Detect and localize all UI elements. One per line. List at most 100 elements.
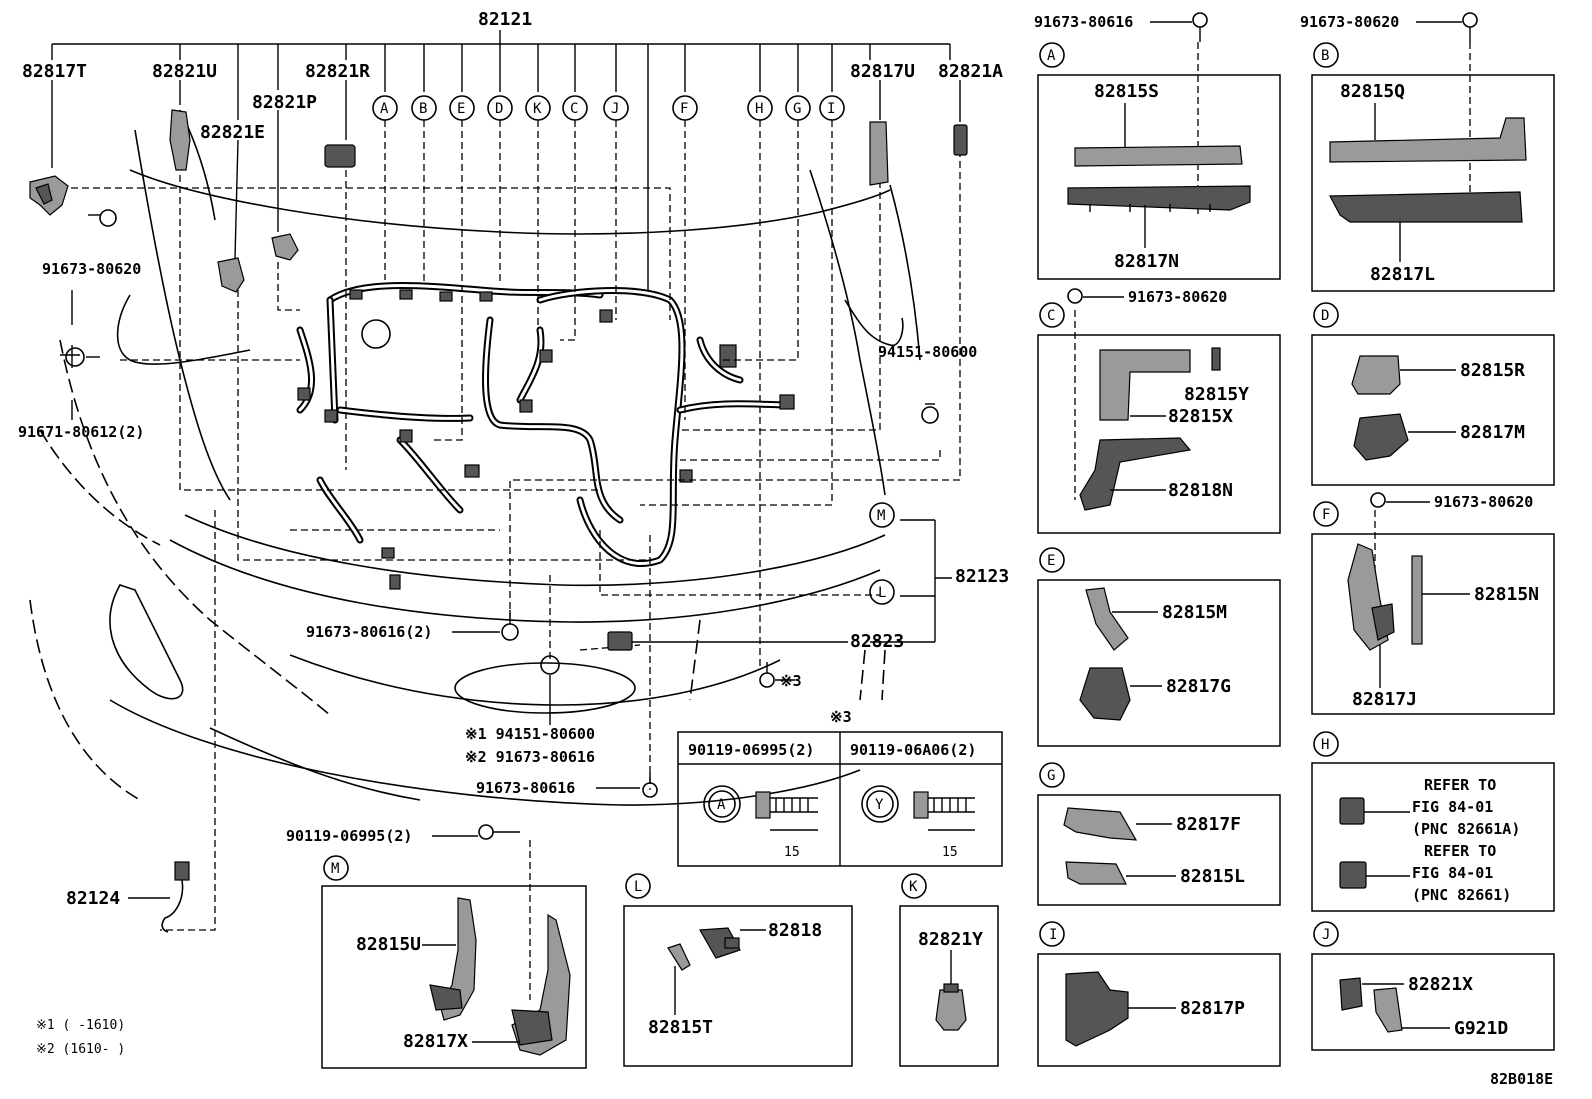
detail-A-part-1: 82815S — [1094, 81, 1159, 102]
harness-letter: A — [380, 101, 389, 117]
detail-L-letter: L — [634, 879, 642, 895]
detail-C-part-2: 82815X — [1168, 406, 1233, 427]
label-82821A: 82821A — [938, 61, 1003, 82]
harness-letter: G — [793, 101, 801, 117]
harness-letter: F — [680, 101, 688, 117]
label-91671-80612: 91671-80612(2) — [18, 423, 144, 441]
detail-box-B: B 82815Q 82817L — [1311, 42, 1555, 292]
detail-box-C: C 82815Y 82815X 82818N — [1037, 302, 1281, 534]
harness-letter: J — [611, 101, 619, 117]
detail-B-letter: B — [1321, 48, 1329, 64]
dashed-leaders — [60, 42, 1471, 1000]
detail-box-H: H REFER TO FIG 84-01 (PNC 82661A) REFER … — [1311, 731, 1555, 912]
bolt-table-ref: ※3 — [830, 708, 852, 726]
detail-B-part-1: 82815Q — [1340, 81, 1405, 102]
detail-box-G: G 82817F 82815L — [1037, 762, 1281, 906]
leader-letter-M: M — [877, 508, 885, 524]
label-82821P: 82821P — [252, 92, 317, 113]
detail-A-part-2: 82817N — [1114, 251, 1179, 272]
label-91673-80616-bottom: 91673-80616 — [476, 779, 575, 797]
detail-box-J: J 82821X G921D — [1311, 921, 1555, 1051]
harness-letter: I — [827, 101, 835, 117]
detail-L-part-1: 82818 — [768, 920, 822, 941]
detail-M-part-2: 82817X — [403, 1031, 468, 1052]
harness-letter-circle — [411, 95, 437, 121]
detail-E-part-2: 82817G — [1166, 676, 1231, 697]
bolt-col2-length: 15 — [942, 845, 958, 860]
detail-F-part-1: 82815N — [1474, 584, 1539, 605]
detail-C-part-1: 82815Y — [1184, 384, 1249, 405]
detail-box-K: K 82821Y — [899, 873, 999, 1067]
label-91673-80616-2: 91673-80616(2) — [306, 623, 432, 641]
vehicle-outline — [29, 109, 921, 806]
detail-G-part-2: 82815L — [1180, 866, 1245, 887]
harness-letter: K — [533, 101, 542, 117]
label-f-91673-80620: 91673-80620 — [1434, 493, 1533, 511]
figure-code: 82B018E — [1490, 1070, 1553, 1088]
detail-M-letter: M — [331, 861, 339, 877]
label-x1-94151: ※1 94151-80600 — [465, 725, 595, 743]
label-82821E: 82821E — [200, 122, 265, 143]
detail-H-refer1-line1: REFER TO — [1424, 776, 1496, 794]
detail-A-letter: A — [1047, 48, 1056, 64]
detail-B-part-2: 82817L — [1370, 264, 1435, 285]
bolt-col1-mark: A — [717, 797, 726, 813]
detail-K-part-1: 82821Y — [918, 929, 983, 950]
label-82821U: 82821U — [152, 61, 217, 82]
harness-letter: C — [570, 101, 578, 117]
harness-letter: B — [419, 101, 427, 117]
label-x2-91673: ※2 91673-80616 — [465, 748, 595, 766]
label-82817U: 82817U — [850, 61, 915, 82]
detail-G-letter: G — [1047, 768, 1055, 784]
detail-F-part-2: 82817J — [1352, 689, 1417, 710]
detail-D-part-2: 82817M — [1460, 422, 1525, 443]
detail-E-letter: E — [1047, 553, 1055, 569]
detail-box-E: E 82815M 82817G — [1037, 547, 1281, 747]
detail-J-part-2: G921D — [1454, 1018, 1508, 1039]
bolt-col1-part: 90119-06995(2) — [688, 741, 814, 759]
harness-letter-circle — [672, 95, 698, 121]
detail-H-refer2-line1: REFER TO — [1424, 842, 1496, 860]
detail-box-I: I 82817P — [1037, 921, 1281, 1067]
leader-letter-L: L — [878, 585, 886, 601]
detail-H-refer2-line2: FIG 84-01 — [1412, 864, 1493, 882]
harness-letter-circle — [785, 95, 811, 121]
label-82121: 82121 — [478, 9, 532, 30]
detail-H-letter: H — [1321, 737, 1329, 753]
detail-I-part-1: 82817P — [1180, 998, 1245, 1019]
footnote-1: ※1 ( -1610) — [36, 1018, 125, 1033]
detail-C-letter: C — [1047, 308, 1055, 324]
detail-F-letter: F — [1322, 507, 1330, 523]
detail-D-letter: D — [1321, 308, 1329, 324]
harness-letter-circle — [562, 95, 588, 121]
detail-box-D: D 82815R 82817M — [1311, 302, 1555, 486]
detail-box-M: M 82815U 82817X — [321, 855, 587, 1069]
detail-I-letter: I — [1049, 927, 1057, 943]
detail-box-L: L 82818 82815T — [623, 873, 853, 1067]
bolt-spec-table: ※3 90119-06995(2) 90119-06A06(2) A 15 Y … — [677, 708, 1003, 867]
label-top-91673-80616: 91673-80616 — [1034, 13, 1133, 31]
label-91673-80620-left: 91673-80620 — [42, 260, 141, 278]
harness-letter-circle — [449, 95, 475, 121]
detail-box-A: A 82815S 82817N — [1037, 42, 1281, 280]
label-82817T: 82817T — [22, 61, 87, 82]
detail-M-part-1: 82815U — [356, 934, 421, 955]
footnote-2: ※2 (1610- ) — [36, 1042, 125, 1057]
harness-letter-circle — [372, 95, 398, 121]
detail-D-part-1: 82815R — [1460, 360, 1525, 381]
label-90119-06995-2: 90119-06995(2) — [286, 827, 412, 845]
detail-J-letter: J — [1322, 927, 1330, 943]
detail-E-part-1: 82815M — [1162, 602, 1227, 623]
harness-letter-circle — [603, 95, 629, 121]
label-c-91673-80620: 91673-80620 — [1128, 288, 1227, 306]
label-94151-80600: 94151-80600 — [878, 343, 977, 361]
harness-letter: H — [755, 101, 763, 117]
harness-letter: D — [495, 101, 503, 117]
label-top-91673-80620: 91673-80620 — [1300, 13, 1399, 31]
bolt-col1-length: 15 — [784, 845, 800, 860]
bolt-col2-mark: Y — [875, 797, 884, 813]
top-callout-lines — [51, 30, 961, 420]
label-82124: 82124 — [66, 888, 120, 909]
bolt-col2-part: 90119-06A06(2) — [850, 741, 976, 759]
